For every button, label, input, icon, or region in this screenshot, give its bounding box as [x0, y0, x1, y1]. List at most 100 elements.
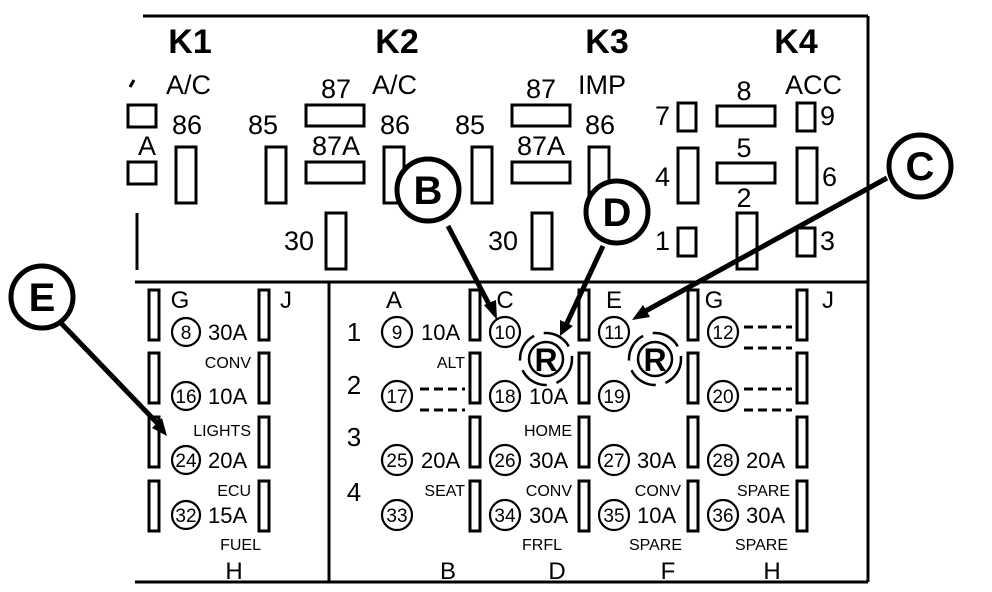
fuse-17: 17	[380, 379, 414, 413]
fuse-number: 26	[494, 451, 515, 472]
fuse-label: CONV	[205, 355, 252, 372]
fuse-number: 16	[175, 387, 196, 408]
leader-e	[58, 320, 162, 428]
col-g-label: G	[705, 287, 724, 314]
k1-type-label: A/C	[166, 70, 211, 100]
leader-b	[445, 224, 495, 312]
k1-blade-partial-1	[126, 103, 158, 129]
k4-blade-8	[715, 104, 777, 128]
fuse-label: SPARE	[735, 537, 788, 554]
k2-pin-85-label: 85	[248, 110, 278, 140]
callout-b: B	[394, 156, 462, 224]
leader-d	[563, 244, 606, 327]
fuse-rating: 30A	[529, 503, 568, 528]
reserved-symbol-letter: R	[534, 342, 557, 378]
fuse-number: 24	[175, 451, 197, 472]
k1-blade-86	[174, 145, 198, 205]
fuse-18: 18 10A HOME	[488, 379, 572, 440]
fuse-11: 11	[597, 315, 631, 349]
reserved-symbol-letter: R	[643, 342, 666, 378]
row-1-label: 1	[347, 317, 361, 347]
k2-blade-87	[304, 103, 366, 128]
callout-e-letter: E	[29, 276, 56, 320]
relay-k1-title: K1	[168, 23, 211, 61]
fuse-label: FRFL	[522, 537, 562, 554]
k4-pin-6-label: 6	[822, 162, 837, 192]
col-e-label: E	[606, 287, 622, 314]
k3-blade-87	[510, 103, 572, 128]
fuse-number: 36	[712, 506, 733, 527]
fuse-24: 24 20A ECU	[170, 444, 251, 500]
k4-pin-8-label: 8	[736, 76, 751, 106]
fuse-rating: 10A	[529, 384, 568, 409]
left-col-h-label: H	[225, 558, 242, 585]
k4-pin-9-label: 9	[820, 101, 835, 131]
leader-c	[640, 175, 889, 316]
reserved-symbol-2: R	[627, 331, 683, 387]
callouts: B C D E	[8, 132, 954, 331]
fuse-label: LIGHTS	[193, 423, 251, 440]
row-3-label: 3	[347, 422, 361, 452]
k4-pin-2-label: 2	[736, 183, 751, 213]
callout-d-letter: D	[603, 191, 632, 235]
k3-pin-87-label: 87	[526, 74, 556, 104]
fuse-label: ALT	[437, 355, 465, 372]
k4-type-label: ACC	[785, 70, 842, 100]
fuse-label: HOME	[524, 423, 572, 440]
k2-pin-87-label: 87	[321, 74, 351, 104]
callout-c-letter: C	[906, 145, 935, 189]
k3-blade-85	[470, 145, 494, 205]
fuse-number: 25	[386, 451, 407, 472]
empty-slot-dashes	[420, 325, 792, 412]
fuse-number: 34	[494, 506, 516, 527]
k2-type-label: A/C	[372, 70, 417, 100]
relay-k4: ACC 7 8 9 4 5 6 1 2 3	[655, 70, 842, 271]
k4-blade-7	[676, 101, 698, 133]
row-4-label: 4	[347, 477, 361, 507]
fuse-number: 19	[603, 387, 624, 408]
k1-pin-a-label: A	[138, 131, 156, 161]
fuse-circle	[170, 499, 202, 531]
k2-blade-85	[264, 145, 288, 205]
fuse-32: 32 15A FUEL	[170, 499, 261, 554]
fuse-8: 8 30A CONV	[170, 316, 252, 372]
fuse-20: 20	[706, 379, 740, 413]
k3-pin-87a-label: 87A	[517, 131, 565, 161]
k4-pin-5-label: 5	[736, 133, 751, 163]
row-2-label: 2	[347, 370, 361, 400]
main-terminal-strips	[468, 288, 809, 533]
fuse-rating: 15A	[208, 503, 247, 528]
fuse-number: 27	[603, 451, 624, 472]
k4-blade-3	[795, 226, 817, 258]
col-b-label: B	[440, 558, 456, 585]
fuse-number: 28	[712, 451, 733, 472]
fuse-9: 9 10A ALT	[380, 315, 465, 372]
fuse-number: 18	[494, 387, 515, 408]
k1-blade-partial-2	[126, 160, 158, 186]
col-d-label: D	[548, 558, 565, 585]
fuse-rating: 30A	[637, 448, 676, 473]
fuse-number: 9	[392, 323, 403, 344]
k3-blade-87a	[510, 160, 572, 185]
fuse-rating: 10A	[421, 320, 460, 345]
left-fuse-block: G J H 8 30A CONV 16 10A LIGHTS	[147, 287, 292, 585]
col-h-label: H	[763, 558, 780, 585]
fuse-circle	[170, 316, 202, 348]
k2-blade-87a	[304, 160, 366, 185]
k3-pin-86-label: 86	[585, 110, 615, 140]
reserved-symbol-1: R	[518, 331, 574, 387]
col-f-label: F	[661, 558, 676, 585]
fuse-34: 34 30A FRFL	[488, 498, 568, 554]
relay-k3-title: K3	[585, 23, 628, 61]
fuse-rating: 30A	[746, 503, 785, 528]
fuse-number: 32	[175, 506, 196, 527]
col-j-label: J	[822, 287, 834, 314]
k4-pin-7-label: 7	[655, 101, 670, 131]
fuse-rating: 20A	[746, 448, 785, 473]
fuse-rating: 10A	[208, 384, 247, 409]
k3-type-label: IMP	[578, 70, 626, 100]
fuse-number: 35	[603, 506, 624, 527]
fuse-label: SPARE	[737, 483, 790, 500]
fuse-rating: 30A	[529, 448, 568, 473]
left-terminal-strip-right	[257, 288, 271, 533]
